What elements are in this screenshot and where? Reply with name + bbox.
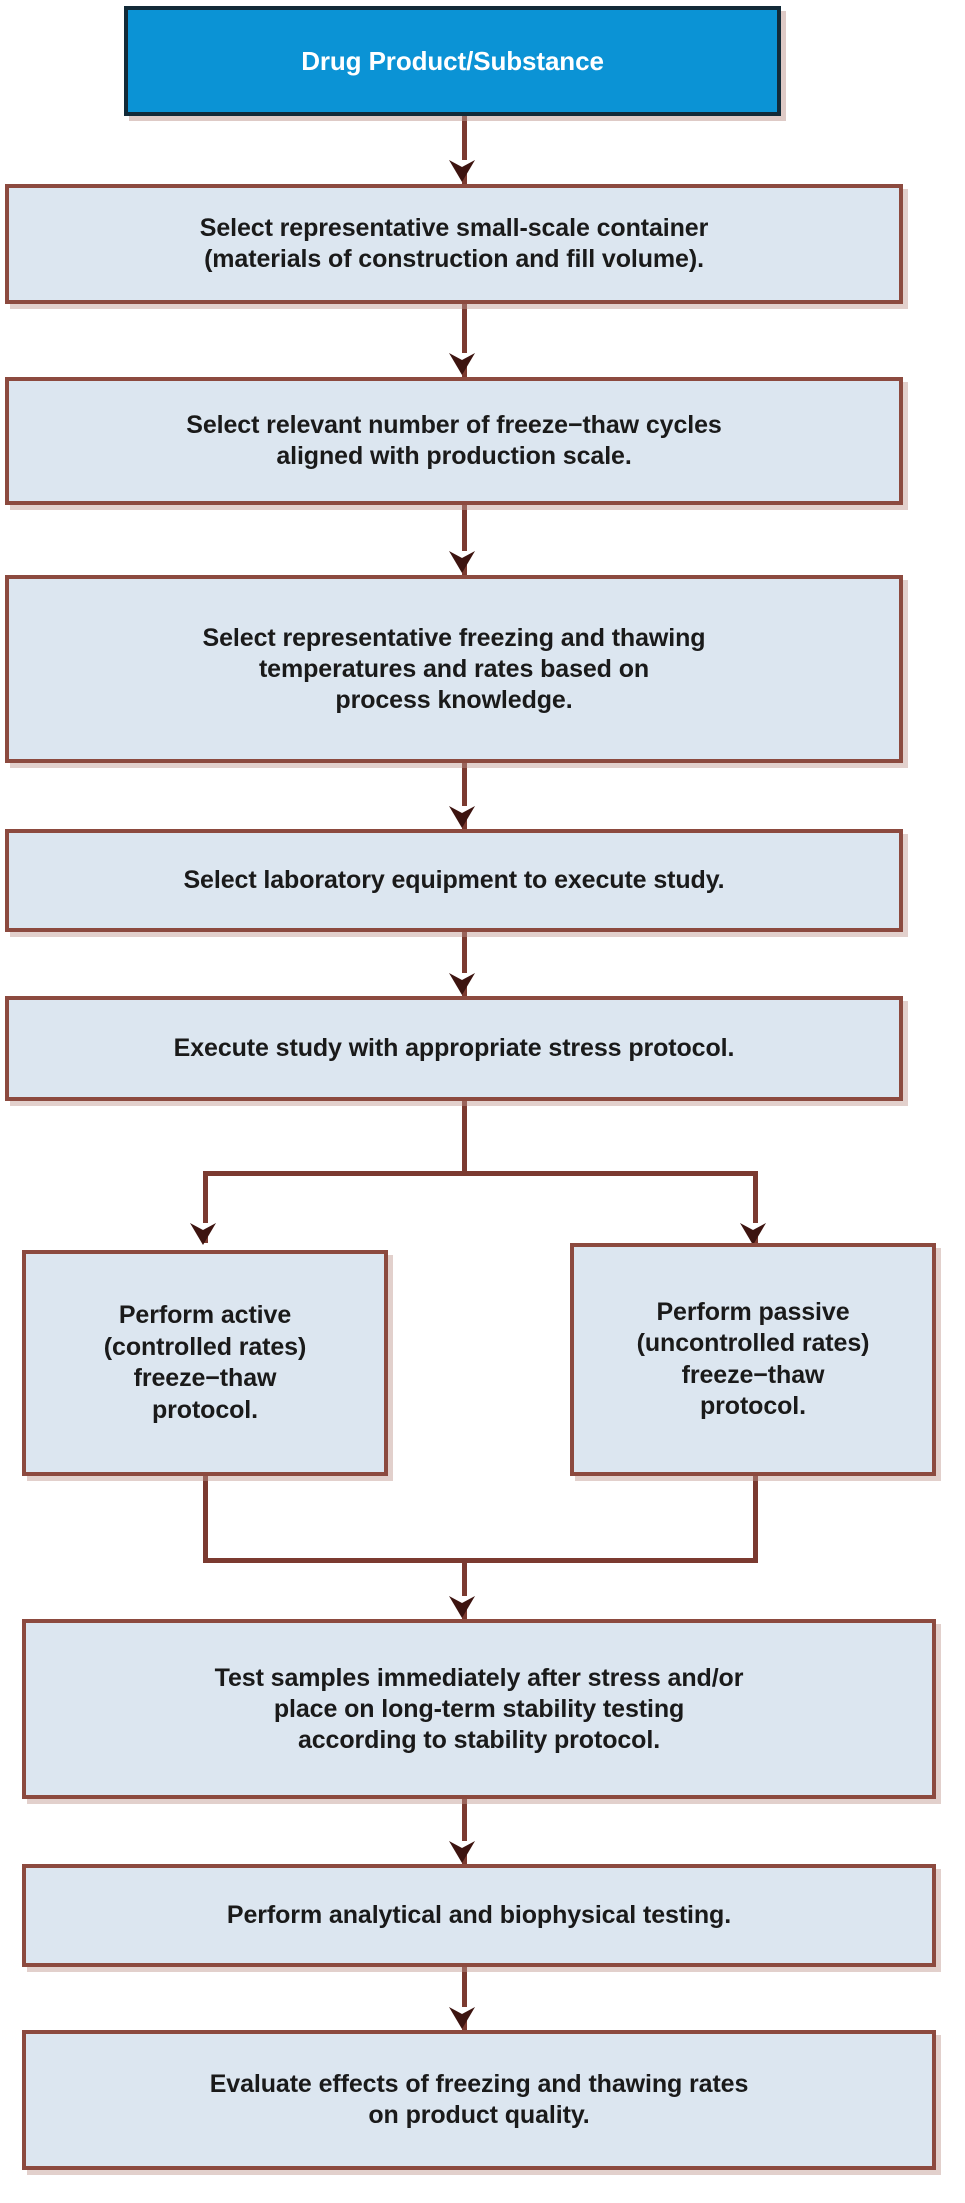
connector-n10-n11 (462, 1965, 467, 2031)
arrowhead-n6-n8 (740, 1223, 766, 1245)
node-label: Execute study with appropriate stress pr… (173, 1034, 735, 1062)
node-drug-product-substance[interactable]: Drug Product/Substance (124, 6, 781, 116)
node-test-samples-stability[interactable]: Test samples immediately after stress an… (22, 1619, 936, 1799)
node-label: Select relevant number of freeze−thaw cy… (186, 411, 722, 470)
connector-merge-bar (203, 1558, 758, 1563)
arrowhead-n9-n10 (449, 1841, 475, 1863)
connector-split-left-drop (203, 1171, 208, 1243)
node-execute-study[interactable]: Execute study with appropriate stress pr… (5, 996, 903, 1101)
node-select-cycles[interactable]: Select relevant number of freeze−thaw cy… (5, 377, 903, 505)
arrowhead-n1-n2 (449, 160, 475, 182)
node-label: Perform passive (uncontrolled rates) fre… (636, 1297, 870, 1421)
arrowhead-n2-n3 (449, 353, 475, 375)
node-label: Select laboratory equipment to execute s… (183, 866, 725, 894)
arrowhead-n4-n5 (449, 806, 475, 828)
node-select-temperatures-rates[interactable]: Select representative freezing and thawi… (5, 575, 903, 763)
connector-n7-merge-drop (203, 1475, 208, 1563)
arrowhead-merge-n9 (449, 1596, 475, 1618)
node-label: Select representative small-scale contai… (199, 214, 709, 273)
node-select-equipment[interactable]: Select laboratory equipment to execute s… (5, 829, 903, 932)
connector-merge-n9-stem (462, 1558, 467, 1620)
node-label: Drug Product/Substance (301, 45, 604, 76)
connector-n8-merge-drop (753, 1475, 758, 1563)
node-analytical-biophysical-testing[interactable]: Perform analytical and biophysical testi… (22, 1864, 936, 1967)
connector-split-bar (203, 1171, 758, 1176)
node-label: Select representative freezing and thawi… (202, 623, 706, 714)
node-label: Perform active (controlled rates) freeze… (103, 1301, 307, 1424)
connector-n4-n5 (462, 762, 467, 830)
connector-n5-n6 (462, 931, 467, 997)
node-select-container[interactable]: Select representative small-scale contai… (5, 184, 903, 304)
node-label: Evaluate effects of freezing and thawing… (209, 2070, 749, 2129)
connector-n6-split-stem (462, 1100, 467, 1175)
node-passive-freeze-thaw[interactable]: Perform passive (uncontrolled rates) fre… (570, 1243, 936, 1476)
connector-n2-n3 (462, 303, 467, 378)
node-label: Test samples immediately after stress an… (214, 1663, 744, 1754)
node-evaluate-effects[interactable]: Evaluate effects of freezing and thawing… (22, 2030, 936, 2170)
node-active-freeze-thaw[interactable]: Perform active (controlled rates) freeze… (22, 1250, 388, 1476)
arrowhead-n10-n11 (449, 2007, 475, 2029)
arrowhead-n3-n4 (449, 551, 475, 573)
connector-split-right-drop (753, 1171, 758, 1243)
connector-n1-n2 (462, 115, 467, 185)
arrowhead-n6-n7 (190, 1223, 216, 1245)
arrowhead-n5-n6 (449, 973, 475, 995)
connector-n9-n10 (462, 1797, 467, 1865)
connector-n3-n4 (462, 504, 467, 576)
node-label: Perform analytical and biophysical testi… (226, 1901, 732, 1929)
